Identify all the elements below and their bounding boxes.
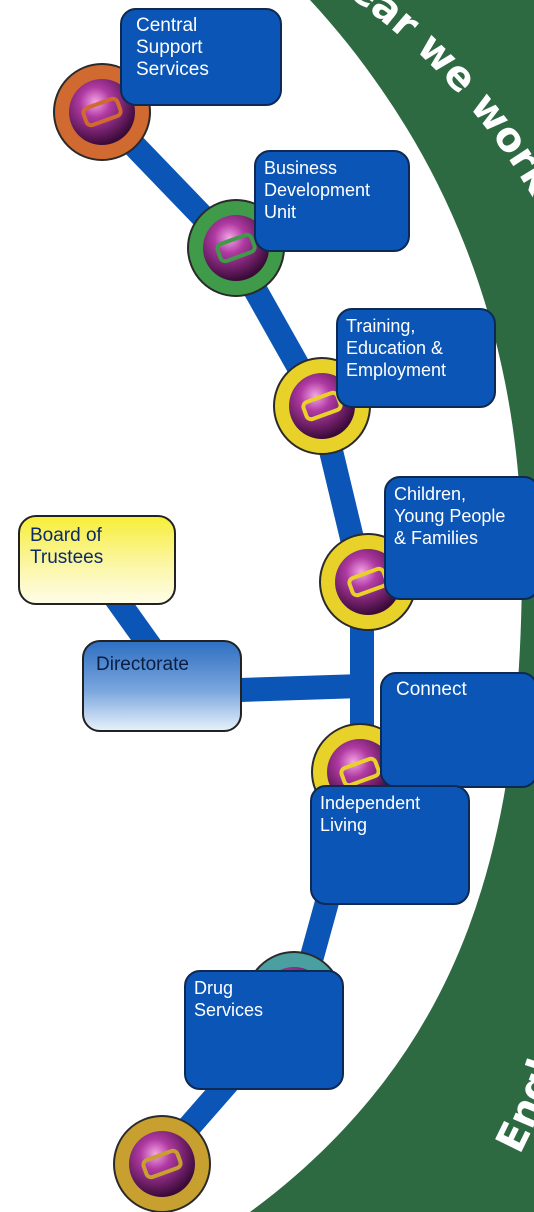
unit-box-central-support-services[interactable]: Central Support Services xyxy=(120,8,282,106)
drug-services-emblem-icon xyxy=(113,1115,211,1212)
green-arc-band xyxy=(250,0,534,1212)
unit-box-business-development-unit[interactable]: Business Development Unit xyxy=(254,150,410,252)
unit-box-independent-living[interactable]: Independent Living xyxy=(310,785,470,905)
unit-box-training-education-employment[interactable]: Training, Education & Employment xyxy=(336,308,496,408)
unit-box-connect[interactable]: Connect xyxy=(380,672,534,788)
unit-box-children-young-people-families[interactable]: Children, Young People & Families xyxy=(384,476,534,600)
board-of-trustees-box[interactable]: Board of Trustees xyxy=(18,515,176,605)
directorate-box[interactable]: Directorate xyxy=(82,640,242,732)
unit-box-drug-services[interactable]: Drug Services xyxy=(184,970,344,1090)
